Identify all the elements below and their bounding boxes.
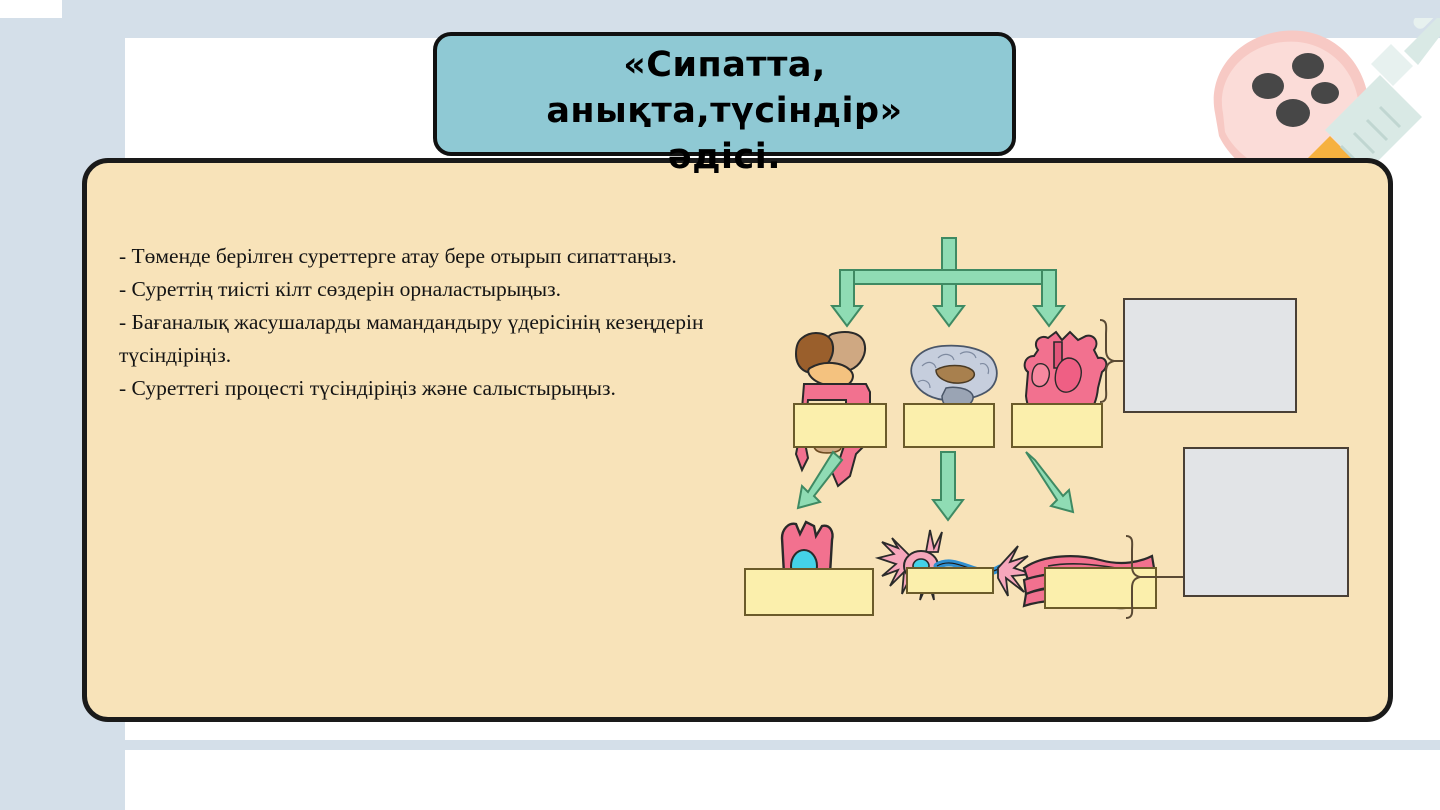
cell-spot	[1311, 82, 1339, 104]
organ-label-box-2	[903, 403, 995, 448]
arrow-straight-middle	[931, 451, 965, 522]
organ-label-box-1	[793, 403, 887, 448]
cell-answer-bracket	[1125, 535, 1184, 619]
cell-label-box-3	[1044, 567, 1157, 609]
cell-label-box-2	[906, 567, 994, 594]
cell-answer-box	[1183, 447, 1349, 597]
top-branch-arrows	[830, 237, 1066, 328]
stem-cell-differentiation-diagram	[736, 232, 1376, 632]
organ-to-cell-arrows	[796, 450, 1075, 522]
organ-answer-bracket	[1099, 319, 1124, 403]
cell-spot	[1292, 53, 1324, 79]
top-left-white-notch	[0, 0, 62, 18]
cell-spot	[1276, 99, 1310, 127]
content-card	[82, 158, 1393, 722]
cell-and-syringe-decoration	[1175, 0, 1440, 248]
arrow-diagonal-right	[1025, 451, 1075, 514]
brain-icon	[910, 344, 998, 412]
cell-spot	[1252, 73, 1284, 99]
organ-answer-box	[1123, 298, 1297, 413]
organ-label-box-3	[1011, 403, 1103, 448]
cell-label-box-1	[744, 568, 874, 616]
instructions-text: - Төменде берілген суреттерге атау бере …	[119, 244, 704, 400]
corpus-callosum-shape	[935, 364, 976, 384]
bottom-white-area	[125, 750, 1440, 810]
axon-terminals	[997, 545, 1033, 597]
title-pill	[433, 32, 1016, 156]
arrow-diagonal-left	[796, 450, 844, 510]
